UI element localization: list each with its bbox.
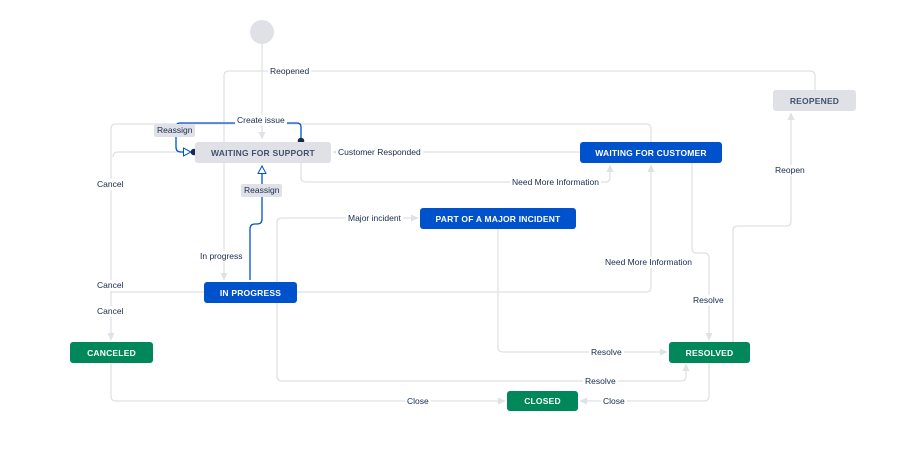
status-resolved[interactable]: RESOLVED [669,342,750,363]
transition-label-create-issue[interactable]: Create issue [235,115,287,126]
transition-label-reopen[interactable]: Reopen [773,165,807,176]
transition-label-in-progress[interactable]: In progress [198,251,245,262]
transition-label-customer-responded[interactable]: Customer Responded [336,147,423,158]
transition-label-resolve-low[interactable]: Resolve [583,376,618,387]
connector-close-left [110,363,506,405]
connector-reassign-mid [249,166,262,280]
status-waiting-for-support[interactable]: WAITING FOR SUPPORT [195,142,331,163]
status-waiting-for-customer[interactable]: WAITING FOR CUSTOMER [580,142,722,163]
status-part-of-major-incident[interactable]: PART OF A MAJOR INCIDENT [420,208,576,229]
connector-close-right [579,363,710,405]
transition-label-need-more-information-top[interactable]: Need More Information [510,177,601,188]
connector-major-incident [276,214,419,283]
transition-label-cancel-top[interactable]: Cancel [95,179,126,190]
connector-need-more-info-mid [297,164,655,293]
status-closed[interactable]: CLOSED [507,391,578,411]
connector-resolve-right [691,163,713,341]
start-node [250,20,274,44]
transition-label-resolve-mid[interactable]: Resolve [589,347,624,358]
connector-resolve-low [276,303,690,382]
transition-label-major-incident[interactable]: Major incident [346,213,403,224]
status-in-progress[interactable]: IN PROGRESS [204,282,297,303]
transition-label-reopened[interactable]: Reopened [268,66,312,77]
connector-resolve-mid [497,229,668,356]
status-canceled[interactable]: CANCELED [70,342,153,363]
transition-label-close-right[interactable]: Close [601,396,627,407]
connector-cancel-left [112,151,195,158]
transition-label-reassign-mid[interactable]: Reassign [241,184,283,197]
transition-label-need-more-information-mid[interactable]: Need More Information [603,257,694,268]
transition-label-cancel-low[interactable]: Cancel [95,306,126,317]
connector-reopened [220,70,816,281]
connector-reopen [732,112,795,342]
transition-label-reassign-top[interactable]: Reassign [154,124,196,137]
transition-label-cancel-mid[interactable]: Cancel [95,280,126,291]
connector-need-more-info-top [300,163,614,183]
connector-cancel-top [107,123,652,341]
transition-label-resolve-right[interactable]: Resolve [691,295,726,306]
transition-label-close-left[interactable]: Close [405,396,431,407]
status-reopened[interactable]: REOPENED [773,90,856,111]
